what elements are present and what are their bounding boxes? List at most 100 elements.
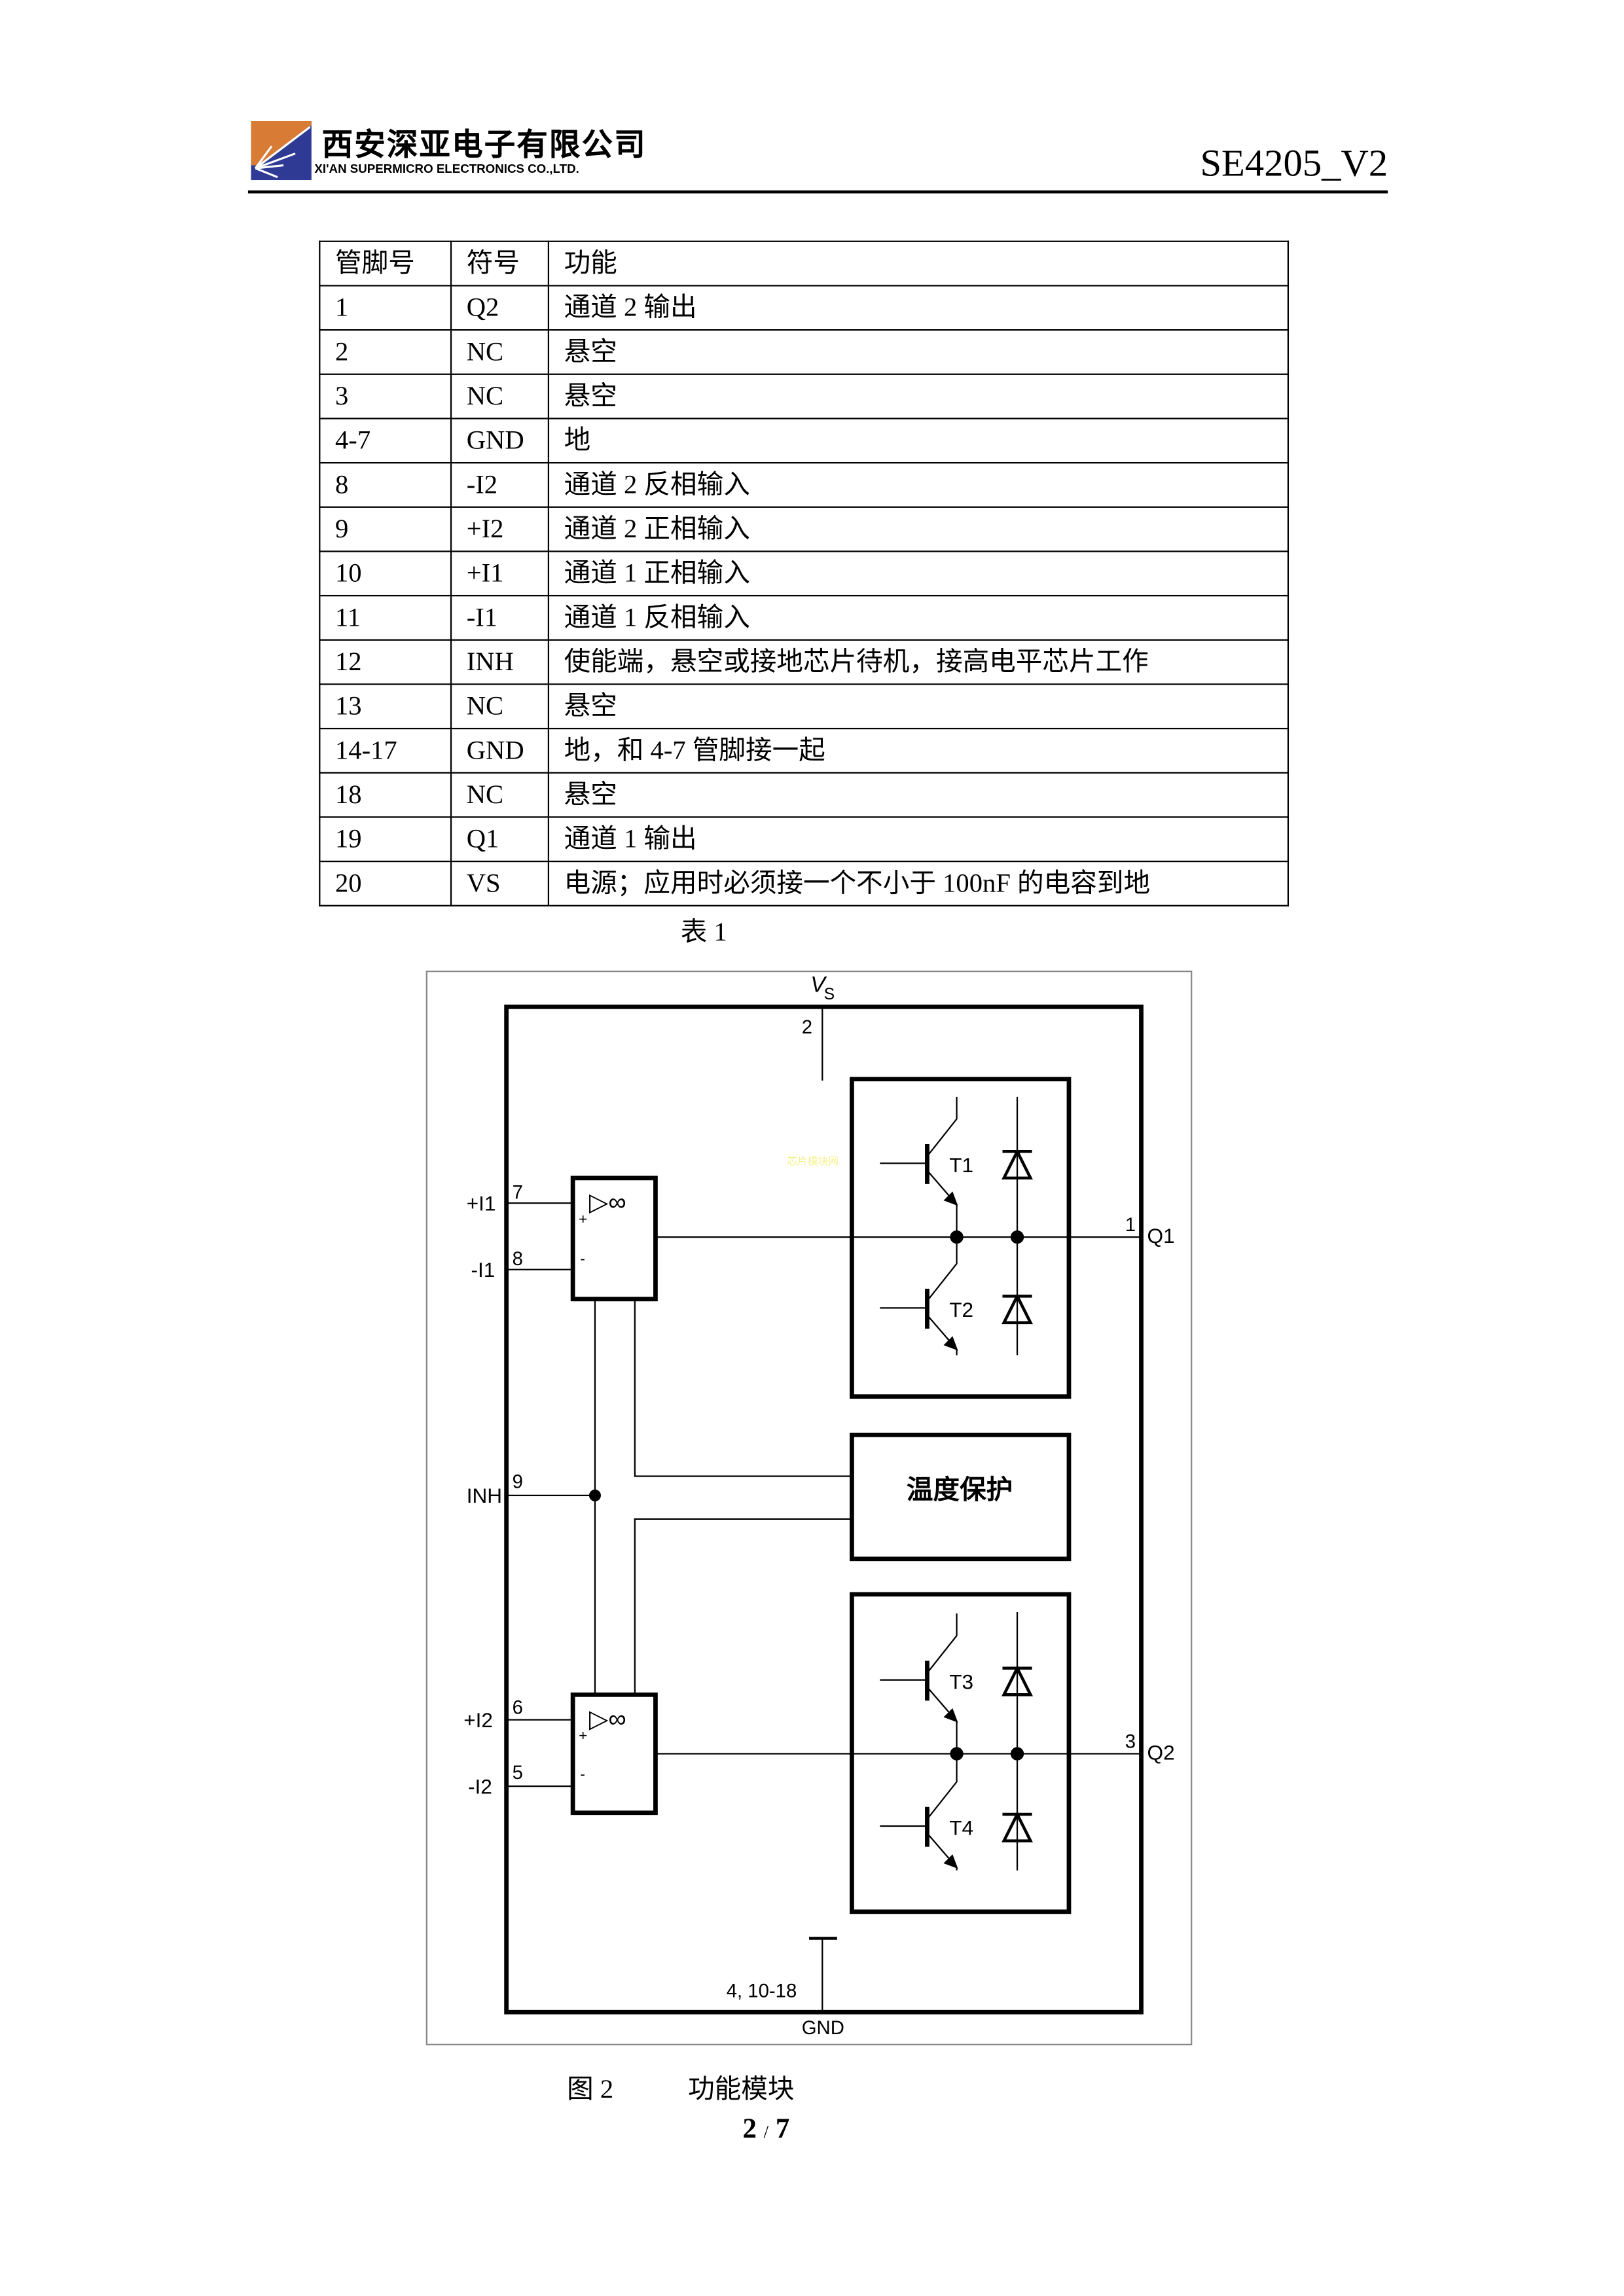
symbol-cell: GND xyxy=(450,727,550,774)
junction-dot xyxy=(950,1747,964,1761)
header-cell: 功能 xyxy=(547,240,1290,287)
function-cell: 通道 1 反相输入 xyxy=(547,594,1290,641)
figure-title: 功能模块 xyxy=(688,2073,795,2104)
document-id: SE4205_V2 xyxy=(1200,141,1388,185)
pin-number-cell: 19 xyxy=(319,816,452,863)
amplifier-2 xyxy=(570,1692,658,1816)
pin-number-cell: 13 xyxy=(319,683,452,730)
table-header-row: 管脚号 符号 功能 xyxy=(319,240,1290,287)
pin-vs: 2 xyxy=(802,1016,812,1038)
pin-5: 5 xyxy=(513,1762,523,1784)
pin-number-cell: 14-17 xyxy=(319,727,452,774)
header-cell: 管脚号 xyxy=(319,240,452,287)
function-cell: 通道 1 输出 xyxy=(547,816,1290,863)
output-stage-2 xyxy=(850,1592,1072,1914)
pin-number-cell: 4-7 xyxy=(319,418,452,464)
pin-3: 3 xyxy=(1125,1731,1136,1753)
page-total: 7 xyxy=(775,2113,790,2145)
amp1-plus: + xyxy=(579,1211,587,1227)
page-sep: / xyxy=(763,2121,769,2142)
thermal-label: 温度保护 xyxy=(907,1473,1013,1505)
header-cell: 符号 xyxy=(450,240,550,287)
junction-dot xyxy=(1010,1230,1024,1244)
symbol-cell: GND xyxy=(450,418,550,464)
symbol-cell: Q2 xyxy=(450,285,550,331)
watermark: 芯片模块网 xyxy=(787,1155,839,1168)
page-number: 2 / 7 xyxy=(743,2114,790,2147)
transistor-icon: T2 xyxy=(880,1241,973,1351)
symbol-cell: Q1 xyxy=(450,816,550,863)
in1-minus-label: -I1 xyxy=(471,1258,496,1282)
amp2-minus: - xyxy=(580,1766,585,1782)
in2-plus-label: +I2 xyxy=(463,1708,493,1732)
figure-number: 图 2 xyxy=(567,2073,614,2104)
symbol-cell: -I1 xyxy=(450,594,550,641)
gnd-label: GND xyxy=(802,2017,844,2039)
function-cell: 通道 1 正相输入 xyxy=(547,550,1290,597)
transistor-label: T1 xyxy=(949,1153,973,1177)
function-cell: 悬空 xyxy=(547,373,1290,420)
table-caption: 表 1 xyxy=(680,916,727,946)
output-stage-1 xyxy=(850,1077,1072,1399)
gnd-pins: 4, 10-18 xyxy=(727,1981,797,2002)
function-cell: 通道 2 反相输入 xyxy=(547,461,1290,508)
amp1-symbol: ▷∞ xyxy=(589,1189,626,1217)
amp2-symbol: ▷∞ xyxy=(589,1705,626,1733)
pin-number-cell: 18 xyxy=(319,772,452,818)
function-cell: 使能端，悬空或接地芯片待机，接高电平芯片工作 xyxy=(547,639,1290,685)
page-current: 2 xyxy=(742,2113,757,2145)
pin-number-cell: 2 xyxy=(319,329,452,375)
function-cell: 悬空 xyxy=(547,329,1290,375)
function-cell: 地，和 4-7 管脚接一起 xyxy=(547,727,1290,774)
company-name-cn: 西安深亚电子有限公司 xyxy=(321,126,647,163)
transistor-icon: T4 xyxy=(880,1759,973,1869)
amplifier-1 xyxy=(570,1175,658,1302)
pin-number-cell: 11 xyxy=(319,594,452,641)
header-rule xyxy=(247,190,1388,194)
function-cell: 电源；应用时必须接一个不小于 100nF 的电容到地 xyxy=(547,860,1290,906)
vs-label: V xyxy=(810,973,827,997)
chip-outline xyxy=(504,1004,1144,2015)
thermal-protection-block xyxy=(850,1432,1072,1562)
symbol-cell: +I2 xyxy=(450,506,550,552)
function-cell: 悬空 xyxy=(547,683,1290,730)
inh-junction xyxy=(588,1489,601,1501)
company-logo xyxy=(251,120,312,181)
q2-label: Q2 xyxy=(1147,1741,1175,1765)
in1-plus-label: +I1 xyxy=(467,1192,496,1215)
in2-minus-label: -I2 xyxy=(468,1774,492,1798)
amp1-minus: - xyxy=(580,1251,585,1267)
function-cell: 地 xyxy=(547,418,1290,464)
pin-number-cell: 9 xyxy=(319,506,452,552)
pin-7: 7 xyxy=(513,1181,523,1203)
pin-6: 6 xyxy=(513,1697,523,1719)
transistor-icon: T3 xyxy=(880,1613,973,1723)
transistor-label: T4 xyxy=(949,1816,973,1840)
symbol-cell: +I1 xyxy=(450,550,550,597)
figure-frame xyxy=(425,970,1193,2045)
company-name-en: XI'AN SUPERMICRO ELECTRONICS CO.,LTD. xyxy=(314,160,579,176)
symbol-cell: NC xyxy=(450,373,550,420)
amp2-plus: + xyxy=(579,1727,587,1744)
symbol-cell: NC xyxy=(450,329,550,375)
symbol-cell: NC xyxy=(450,772,550,818)
function-cell: 通道 2 输出 xyxy=(547,285,1290,331)
pin-number-cell: 8 xyxy=(319,461,452,508)
pin-9: 9 xyxy=(513,1471,523,1493)
vs-sub: S xyxy=(824,986,835,1003)
junction-dot xyxy=(950,1230,964,1244)
function-cell: 悬空 xyxy=(547,772,1290,818)
symbol-cell: -I2 xyxy=(450,461,550,508)
